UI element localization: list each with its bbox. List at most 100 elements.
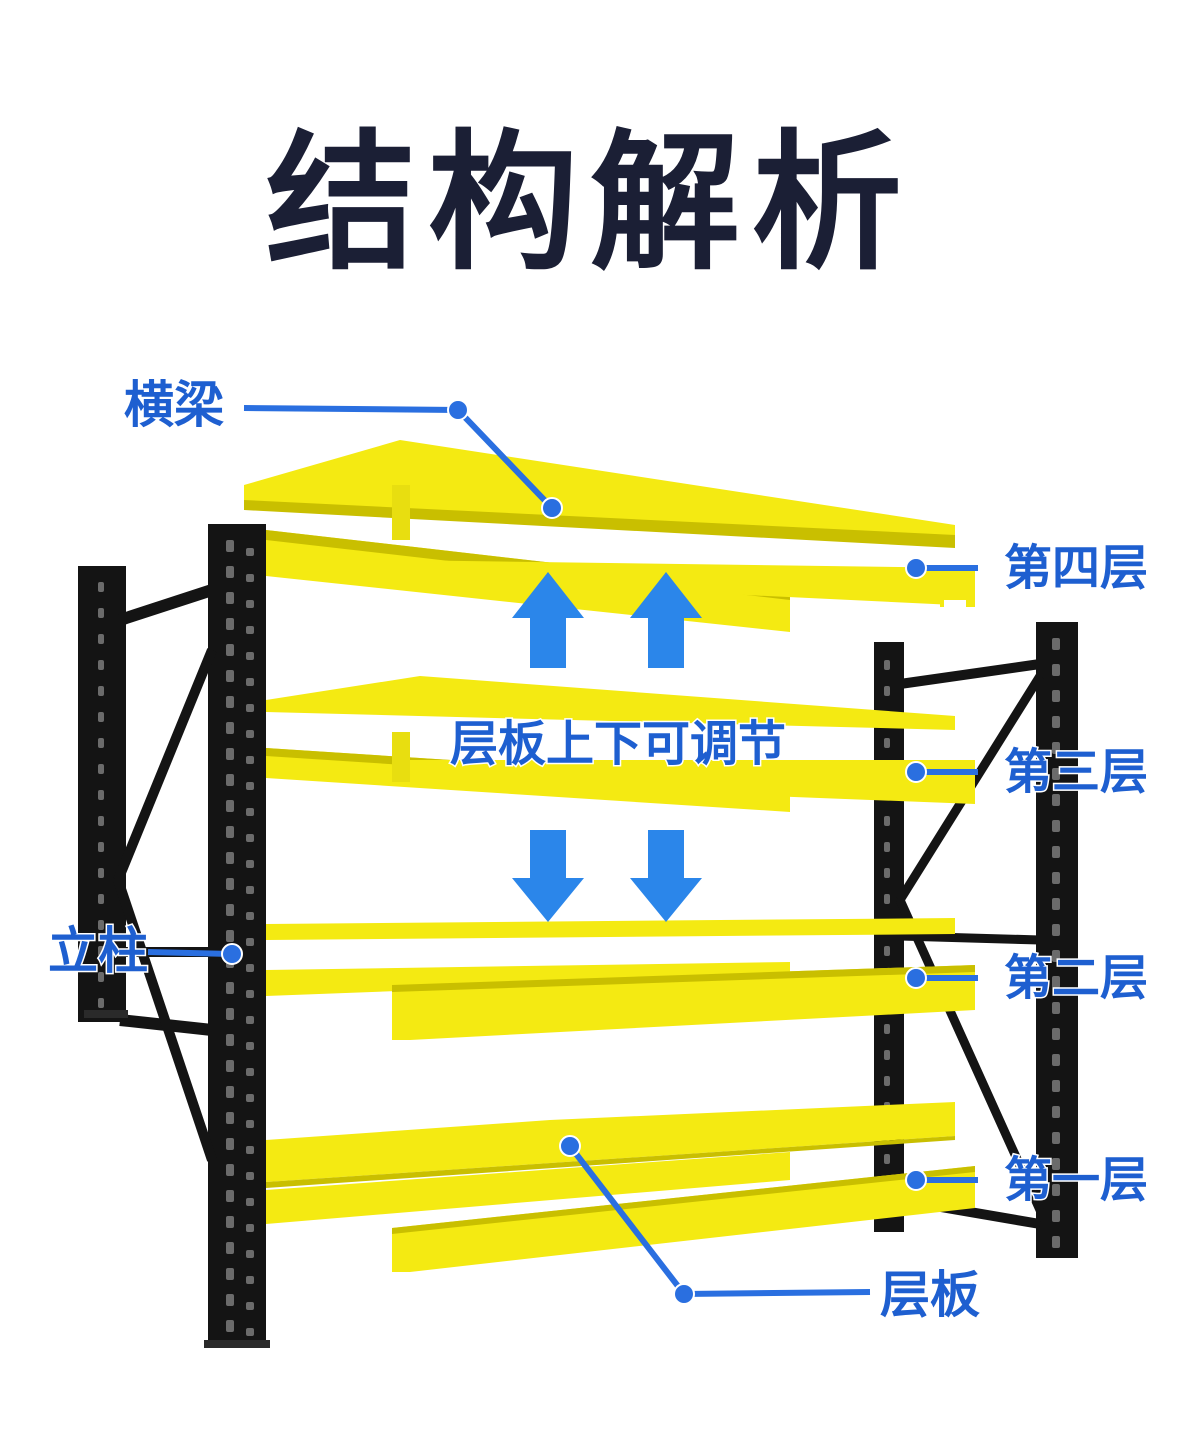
shelf-layer-2: [266, 918, 975, 1040]
upright-hole: [226, 1242, 234, 1254]
arrow-down-icon: [512, 830, 584, 922]
upright-hole: [246, 886, 254, 894]
upright-hole: [226, 566, 234, 578]
upright-hole: [226, 1164, 234, 1176]
labels: 横梁 立柱 第四层 第三层 第二层 第一层 层板 层板上下可调节: [47, 375, 1150, 1326]
upright-hole: [226, 1190, 234, 1202]
label-panel: 层板: [880, 1266, 980, 1324]
upright-hole: [226, 1320, 234, 1332]
leader-dot-icon: [541, 497, 563, 519]
upright-hole: [884, 946, 890, 956]
upright-hole: [884, 1076, 890, 1086]
upright-hole: [246, 912, 254, 920]
upright-hole: [1052, 872, 1060, 884]
label-upright: 立柱: [48, 922, 148, 980]
upright-hole: [246, 600, 254, 608]
upright-hole: [246, 756, 254, 764]
upright-hole: [226, 644, 234, 656]
shelf-layer-4: [244, 440, 975, 632]
upright-hole: [884, 738, 890, 748]
upright-hole: [98, 920, 104, 930]
upright-hole: [98, 946, 104, 956]
upright-hole: [98, 660, 104, 670]
label-adjustable: 层板上下可调节: [450, 716, 786, 772]
upright-hole: [246, 1068, 254, 1076]
left-front-upright: [208, 524, 266, 1348]
upright-hole: [1052, 794, 1060, 806]
upright-hole: [1052, 1080, 1060, 1092]
leader-dot-icon: [447, 399, 469, 421]
adjust-arrows: [512, 572, 702, 922]
upright-hole: [1052, 690, 1060, 702]
upright-hole: [226, 748, 234, 760]
upright-hole: [1052, 1236, 1060, 1248]
upright-hole: [884, 1050, 890, 1060]
upright-hole: [226, 800, 234, 812]
upright-hole: [226, 1216, 234, 1228]
upright-hole: [246, 1224, 254, 1232]
upright-hole: [246, 1120, 254, 1128]
leader-dot-icon: [905, 761, 927, 783]
upright-hole: [1052, 950, 1060, 962]
upright-hole: [246, 1302, 254, 1310]
leader-dot-icon: [221, 943, 243, 965]
label-layer-2: 第二层: [1004, 950, 1148, 1006]
upright-hole: [246, 652, 254, 660]
upright-hole: [98, 764, 104, 774]
upright-hole: [246, 548, 254, 556]
label-layer-3: 第三层: [1004, 744, 1148, 800]
upright-hole: [98, 972, 104, 982]
upright-hole: [98, 634, 104, 644]
upright-hole: [226, 1086, 234, 1098]
upright-hole: [246, 626, 254, 634]
upright-hole: [884, 816, 890, 826]
upright-hole: [226, 982, 234, 994]
upright-hole: [226, 774, 234, 786]
upright-hole: [1052, 924, 1060, 936]
upright-hole: [884, 660, 890, 670]
leader-dot-icon: [673, 1283, 695, 1305]
upright-hole: [246, 1042, 254, 1050]
leader-dot-icon: [905, 1169, 927, 1191]
upright-hole: [246, 938, 254, 946]
shelf-layer-1: [266, 1102, 975, 1272]
upright-hole: [1052, 846, 1060, 858]
upright-hole: [246, 1198, 254, 1206]
leader-dot-icon: [905, 557, 927, 579]
arrow-up-icon: [630, 572, 702, 668]
upright-hole: [98, 842, 104, 852]
shelf-layer-3: [266, 676, 975, 812]
upright-leader: [147, 949, 233, 957]
upright-hole: [246, 704, 254, 712]
upright-hole: [226, 696, 234, 708]
upright-hole: [226, 904, 234, 916]
arrow-up-icon: [512, 572, 584, 668]
upright-hole: [1052, 1158, 1060, 1170]
upright-hole: [246, 574, 254, 582]
upright-hole: [226, 1008, 234, 1020]
upright-hole: [246, 860, 254, 868]
upright-hole: [1052, 820, 1060, 832]
upright-hole: [226, 1060, 234, 1072]
upright-hole: [98, 712, 104, 722]
leader-dots: [221, 399, 927, 1305]
upright-hole: [884, 1154, 890, 1164]
upright-hole: [226, 1112, 234, 1124]
upright-hole: [226, 670, 234, 682]
upright-hole: [1052, 1002, 1060, 1014]
upright-hole: [98, 608, 104, 618]
upright-hole: [1052, 638, 1060, 650]
upright-hole: [1052, 898, 1060, 910]
upright-hole: [226, 1034, 234, 1046]
page-title: 结构解析: [266, 117, 914, 291]
upright-hole: [98, 686, 104, 696]
upright-hole: [246, 964, 254, 972]
upright-hole: [246, 1276, 254, 1284]
upright-hole: [246, 1016, 254, 1024]
upright-hole: [1052, 716, 1060, 728]
upright-hole: [1052, 664, 1060, 676]
upright-hole: [226, 930, 234, 942]
upright-hole: [226, 852, 234, 864]
upright-hole: [884, 1024, 890, 1034]
